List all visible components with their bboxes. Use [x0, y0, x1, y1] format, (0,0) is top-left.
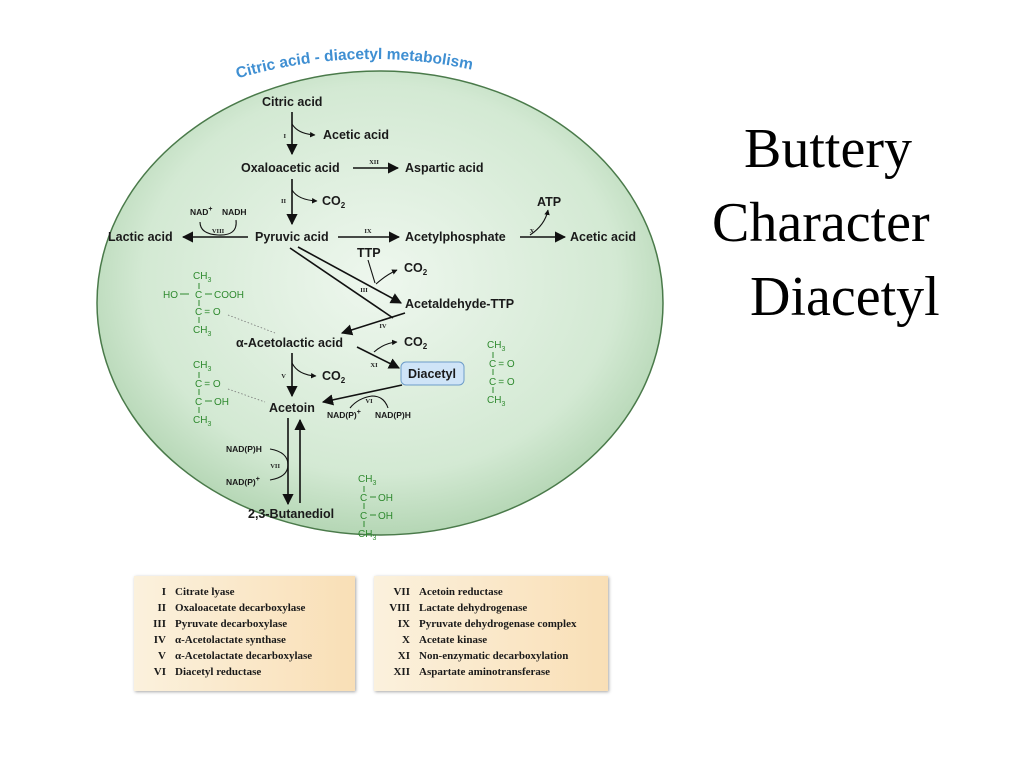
svg-text:CH3: CH3 [487, 340, 505, 353]
compound-acetic-acid: Acetic acid [323, 128, 389, 142]
reaction-labels: I II III IV V VI VII VIII IX X XI XII [212, 133, 535, 470]
reaction-label: VIII [212, 228, 225, 235]
compound-butanediol: 2,3-Butanediol [248, 507, 334, 521]
reaction-label: VI [365, 398, 373, 405]
compound-acetic-acid-2: Acetic acid [570, 230, 636, 244]
svg-text:CH3: CH3 [358, 474, 376, 487]
compound-atp: ATP [537, 195, 561, 209]
svg-text:C: C [195, 397, 202, 408]
svg-text:CH3: CH3 [487, 395, 505, 408]
cofactor-nadp-vi: NAD(P)+ [327, 409, 361, 420]
compound-citric-acid: Citric acid [262, 95, 322, 109]
reaction-label: III [360, 287, 368, 294]
metabolism-diagram: Citric acid - diacetyl metabolism [96, 46, 664, 542]
svg-text:CH3: CH3 [193, 271, 211, 284]
reaction-label: VII [270, 463, 280, 470]
reaction-label: II [281, 198, 287, 205]
reaction-label: XI [370, 362, 378, 369]
compounds: Citric acid Acetic acid Oxaloacetic acid… [108, 95, 636, 521]
svg-text:C: C [360, 493, 367, 504]
structure-acetoin: CH3 C= O C OH CH3 [193, 360, 229, 428]
slide-title: Buttery Character Diacetyl [712, 112, 1012, 334]
reaction-label: XII [369, 159, 379, 166]
cofactor-nadh: NADH [222, 207, 247, 217]
compound-diacetyl: Diacetyl [408, 367, 456, 381]
compound-co2: CO2 [322, 194, 346, 210]
compound-acetolactic-acid: α-Acetolactic acid [236, 336, 343, 350]
cofactor-nadph-vii: NAD(P)H [226, 444, 262, 454]
title-line-diacetyl: Diacetyl [750, 266, 940, 328]
reaction-label: I [283, 133, 286, 140]
cofactor-nadp-vii: NAD(P)+ [226, 476, 260, 487]
cofactor-nad: NAD+ [190, 206, 213, 217]
svg-text:C: C [195, 290, 202, 301]
structure-acetolactate: CH3 HO C COOH C= O CH3 [163, 271, 244, 338]
svg-text:C= O: C= O [195, 307, 221, 318]
svg-text:CH3: CH3 [193, 415, 211, 428]
compound-pyruvic-acid: Pyruvic acid [255, 230, 329, 244]
svg-text:HO: HO [163, 290, 178, 301]
compound-acetylphosphate: Acetylphosphate [405, 230, 506, 244]
compound-co2: CO2 [322, 369, 346, 385]
diacetyl-box [400, 361, 465, 386]
svg-text:C: C [360, 511, 367, 522]
svg-text:OH: OH [214, 397, 229, 408]
structure-diacetyl: CH3 C= O C= O CH3 [487, 340, 515, 408]
svg-text:CH3: CH3 [193, 325, 211, 338]
compound-acetoin: Acetoin [269, 401, 315, 415]
cofactors: NAD+ NADH NAD(P)+ NAD(P)H NAD(P)H NAD(P)… [190, 206, 411, 487]
svg-text:CH3: CH3 [358, 529, 376, 542]
svg-text:COOH: COOH [214, 290, 244, 301]
cell-ellipse [96, 70, 664, 536]
compound-lactic-acid: Lactic acid [108, 230, 173, 244]
svg-text:OH: OH [378, 493, 393, 504]
reaction-label: V [281, 373, 286, 380]
compound-co2: CO2 [404, 261, 428, 277]
compound-co2: CO2 [404, 335, 428, 351]
compound-ttp: TTP [357, 246, 381, 260]
title-line-buttery: Buttery [744, 118, 912, 180]
reaction-label: IX [364, 228, 372, 235]
svg-text:C= O: C= O [489, 359, 515, 370]
reaction-label: IV [379, 323, 387, 330]
cofactor-nadph-vi: NAD(P)H [375, 410, 411, 420]
compound-aspartic-acid: Aspartic acid [405, 161, 484, 175]
reaction-label: X [530, 228, 535, 235]
reaction-arrows [181, 112, 567, 506]
svg-text:C= O: C= O [489, 377, 515, 388]
compound-acetaldehyde-ttp: Acetaldehyde-TTP [405, 297, 514, 311]
svg-text:CH3: CH3 [193, 360, 211, 373]
svg-text:OH: OH [378, 511, 393, 522]
title-line-character: Character [712, 192, 930, 254]
compound-oxaloacetic-acid: Oxaloacetic acid [241, 161, 340, 175]
svg-text:C= O: C= O [195, 379, 221, 390]
structure-butanediol: CH3 C OH C OH CH3 [358, 474, 393, 542]
